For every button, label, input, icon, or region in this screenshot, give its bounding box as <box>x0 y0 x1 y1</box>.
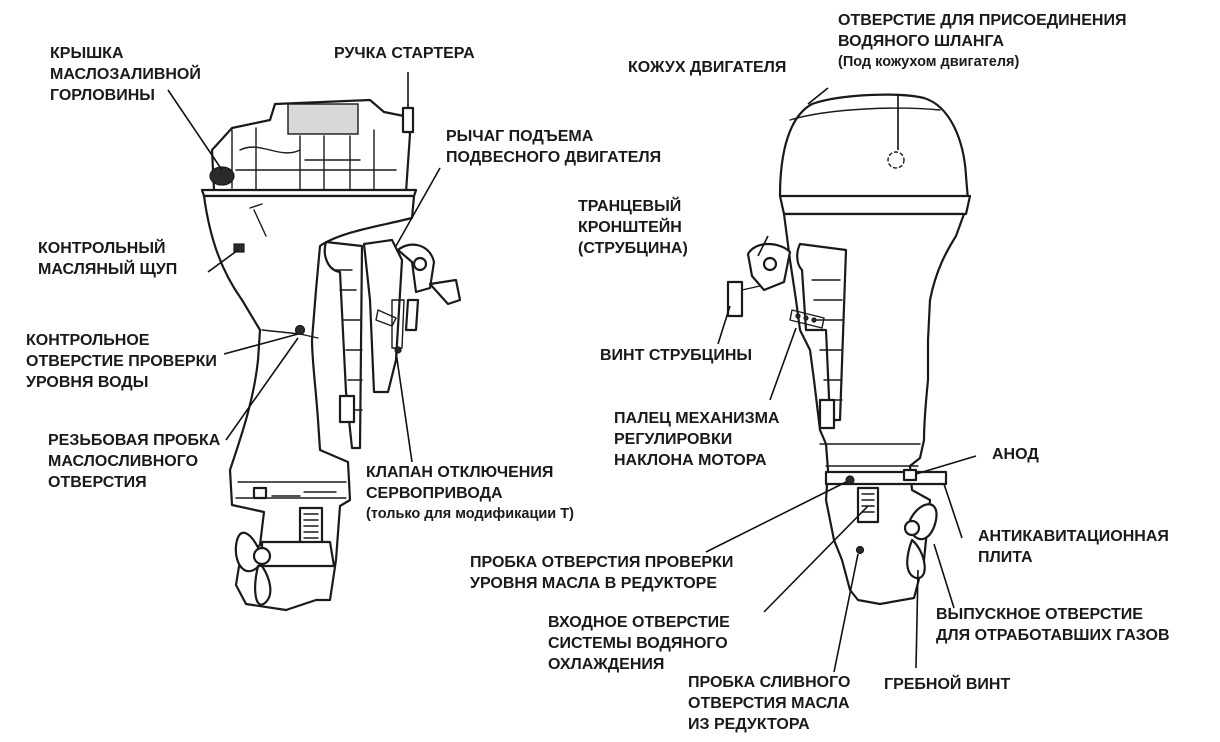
label-servo-valve-line2: СЕРВОПРИВОДА <box>366 485 503 502</box>
left-water-check-hole <box>294 324 306 336</box>
leader-lines <box>167 72 977 673</box>
label-transom-bracket: ТРАНЦЕВЫЙ КРОНШТЕЙН (СТРУБЦИНА) <box>578 196 688 259</box>
right-engine-cover <box>778 93 970 208</box>
label-exhaust-outlet-line1: ВЫПУСКНОЕ ОТВЕРСТИЕ <box>936 606 1143 623</box>
right-trim-pin-holes <box>789 309 825 329</box>
label-oil-dipstick-line1: КОНТРОЛЬНЫЙ <box>38 240 166 257</box>
label-trim-pin-line1: ПАЛЕЦ МЕХАНИЗМА <box>614 410 780 427</box>
label-oil-filler-cap-line1: КРЫШКА <box>50 45 124 62</box>
right-gear-oil-drain-plug <box>855 545 865 555</box>
label-oil-drain-plug-line3: ОТВЕРСТИЯ <box>48 474 147 491</box>
label-water-intake-line1: ВХОДНОЕ ОТВЕРСТИЕ <box>548 614 730 631</box>
label-tilt-lever: РЫЧАГ ПОДЪЕМА ПОДВЕСНОГО ДВИГАТЕЛЯ <box>446 126 661 168</box>
label-gear-oil-level-plug: ПРОБКА ОТВЕРСТИЯ ПРОВЕРКИ УРОВНЯ МАСЛА В… <box>470 552 733 594</box>
label-propeller: ГРЕБНОЙ ВИНТ <box>884 674 1010 695</box>
label-starter-grip-line1: РУЧКА СТАРТЕРА <box>334 45 475 62</box>
label-engine-cover: КОЖУХ ДВИГАТЕЛЯ <box>628 57 786 78</box>
right-gear-oil-level-plug <box>845 475 855 485</box>
left-oil-filler-cap <box>209 166 235 186</box>
right-water-intake-grille <box>856 486 880 524</box>
left-tilt-lever <box>404 298 420 332</box>
left-motor-body <box>202 194 416 612</box>
label-servo-valve-line1: КЛАПАН ОТКЛЮЧЕНИЯ <box>366 464 554 481</box>
right-motor <box>726 93 972 606</box>
label-tilt-lever-line1: РЫЧАГ ПОДЪЕМА <box>446 128 594 145</box>
label-oil-drain-plug: РЕЗЬБОВАЯ ПРОБКА МАСЛОСЛИВНОГО ОТВЕРСТИЯ <box>48 430 220 493</box>
label-oil-dipstick: КОНТРОЛЬНЫЙ МАСЛЯНЫЙ ЩУП <box>38 238 177 280</box>
left-engine-top <box>287 103 359 135</box>
label-servo-valve-note: (только для модификации T) <box>366 506 574 522</box>
label-water-check-hole: КОНТРОЛЬНОЕ ОТВЕРСТИЕ ПРОВЕРКИ УРОВНЯ ВО… <box>26 330 217 393</box>
right-clamp-screw-shape <box>726 280 744 318</box>
label-water-intake-line3: ОХЛАЖДЕНИЯ <box>548 656 665 673</box>
left-dipstick-port <box>233 243 245 253</box>
label-trim-pin: ПАЛЕЦ МЕХАНИЗМА РЕГУЛИРОВКИ НАКЛОНА МОТО… <box>614 408 779 471</box>
label-trim-pin-line2: РЕГУЛИРОВКИ <box>614 431 733 448</box>
label-exhaust-outlet: ВЫПУСКНОЕ ОТВЕРСТИЕ ДЛЯ ОТРАБОТАВШИХ ГАЗ… <box>936 604 1170 646</box>
label-anti-cavitation-plate-line1: АНТИКАВИТАЦИОННАЯ <box>978 528 1169 545</box>
label-trim-pin-line3: НАКЛОНА МОТОРА <box>614 452 767 469</box>
label-hose-port-line2: ВОДЯНОГО ШЛАНГА <box>838 33 1005 50</box>
label-anode-line1: АНОД <box>992 446 1039 463</box>
label-water-check-hole-line3: УРОВНЯ ВОДЫ <box>26 374 149 391</box>
label-hose-port: ОТВЕРСТИЕ ДЛЯ ПРИСОЕДИНЕНИЯ ВОДЯНОГО ШЛА… <box>838 10 1126 73</box>
label-propeller-line1: ГРЕБНОЙ ВИНТ <box>884 676 1011 693</box>
left-drain-plug <box>252 486 268 500</box>
left-clamp-bracket <box>362 238 404 394</box>
label-gear-oil-drain-plug-line1: ПРОБКА СЛИВНОГО <box>688 674 851 691</box>
right-hose-port <box>887 151 905 169</box>
label-engine-cover-line1: КОЖУХ ДВИГАТЕЛЯ <box>628 59 787 76</box>
label-gear-oil-level-plug-line2: УРОВНЯ МАСЛА В РЕДУКТОРЕ <box>470 575 717 592</box>
label-water-check-hole-line1: КОНТРОЛЬНОЕ <box>26 332 150 349</box>
right-anode <box>902 468 918 482</box>
label-hose-port-line1: ОТВЕРСТИЕ ДЛЯ ПРИСОЕДИНЕНИЯ <box>838 12 1127 29</box>
label-transom-bracket-line1: ТРАНЦЕВЫЙ <box>578 198 682 215</box>
label-gear-oil-drain-plug-line2: ОТВЕРСТИЯ МАСЛА <box>688 695 850 712</box>
left-motor <box>200 98 462 612</box>
label-hose-port-note: (Под кожухом двигателя) <box>838 54 1020 70</box>
label-clamp-screw-line1: ВИНТ СТРУБЦИНЫ <box>600 347 753 364</box>
label-water-intake: ВХОДНОЕ ОТВЕРСТИЕ СИСТЕМЫ ВОДЯНОГО ОХЛАЖ… <box>548 612 730 675</box>
label-anti-cavitation-plate-line2: ПЛИТА <box>978 549 1033 566</box>
label-oil-filler-cap: КРЫШКА МАСЛОЗАЛИВНОЙ ГОРЛОВИНЫ <box>50 43 201 106</box>
label-oil-drain-plug-line1: РЕЗЬБОВАЯ ПРОБКА <box>48 432 221 449</box>
label-tilt-lever-line2: ПОДВЕСНОГО ДВИГАТЕЛЯ <box>446 149 662 166</box>
label-anode: АНОД <box>992 444 1039 465</box>
left-propeller <box>234 531 272 606</box>
left-starter-grip-shape <box>401 106 415 134</box>
label-clamp-screw: ВИНТ СТРУБЦИНЫ <box>600 345 752 366</box>
label-servo-valve: КЛАПАН ОТКЛЮЧЕНИЯ СЕРВОПРИВОДА (только д… <box>366 462 574 525</box>
label-anti-cavitation-plate: АНТИКАВИТАЦИОННАЯ ПЛИТА <box>978 526 1169 568</box>
label-water-intake-line2: СИСТЕМЫ ВОДЯНОГО <box>548 635 728 652</box>
label-gear-oil-drain-plug-line3: ИЗ РЕДУКТОРА <box>688 716 810 733</box>
label-oil-drain-plug-line2: МАСЛОСЛИВНОГО <box>48 453 199 470</box>
label-exhaust-outlet-line2: ДЛЯ ОТРАБОТАВШИХ ГАЗОВ <box>936 627 1170 644</box>
label-gear-oil-drain-plug: ПРОБКА СЛИВНОГО ОТВЕРСТИЯ МАСЛА ИЗ РЕДУК… <box>688 672 850 735</box>
label-oil-filler-cap-line3: ГОРЛОВИНЫ <box>50 87 155 104</box>
label-transom-bracket-line3: (СТРУБЦИНА) <box>578 240 688 257</box>
label-water-check-hole-line2: ОТВЕРСТИЕ ПРОВЕРКИ <box>26 353 217 370</box>
left-engine-block <box>210 98 412 194</box>
label-transom-bracket-line2: КРОНШТЕЙН <box>578 219 682 236</box>
label-starter-grip: РУЧКА СТАРТЕРА <box>334 43 475 64</box>
label-oil-filler-cap-line2: МАСЛОЗАЛИВНОЙ <box>50 66 201 83</box>
label-oil-dipstick-line2: МАСЛЯНЫЙ ЩУП <box>38 261 178 278</box>
label-gear-oil-level-plug-line1: ПРОБКА ОТВЕРСТИЯ ПРОВЕРКИ <box>470 554 734 571</box>
